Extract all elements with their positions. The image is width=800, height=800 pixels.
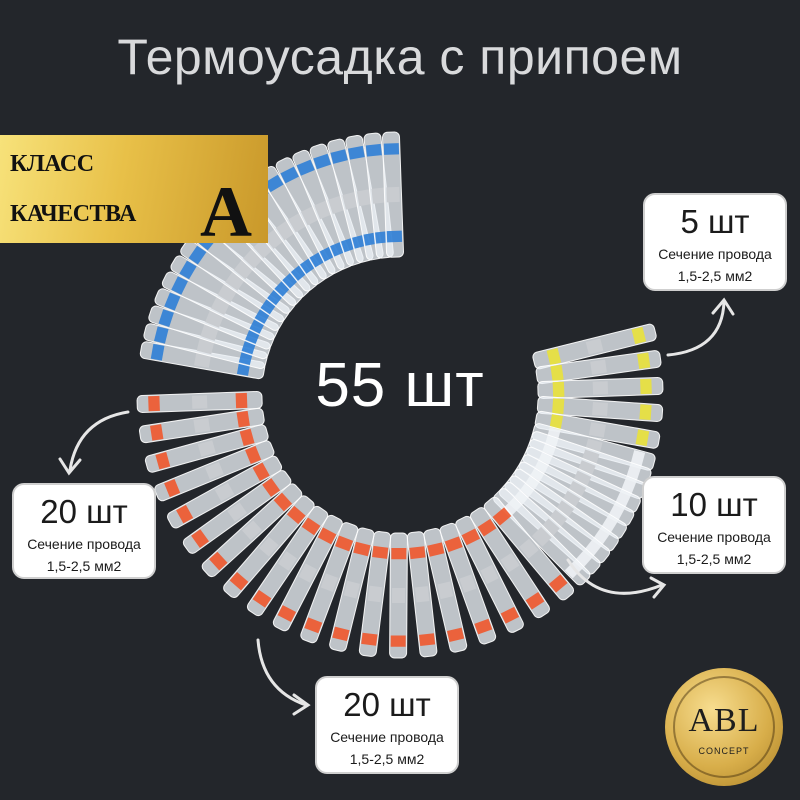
badge-grade: А [200,172,252,252]
card-section-label: Сечение провода [330,729,444,745]
connector-tube [272,514,343,632]
card-qty: 20 шт [40,493,128,530]
badge-line-2: КАЧЕСТВА [10,201,136,227]
connector-tube [154,440,275,502]
arrow-head-top-right [711,297,735,316]
connector-tube [167,455,283,529]
connector-tube [180,239,290,323]
connector-tube [170,255,285,331]
connector-tube [246,505,329,617]
connector-ring [136,131,664,659]
total-count: 55 шт [315,351,485,420]
connector-tube [223,495,315,598]
card-qty: 20 шт [343,686,431,723]
card-range: 1,5-2,5 мм2 [676,551,752,567]
connector-tube [154,288,275,350]
connector-tube [531,423,656,471]
connector-tube [455,515,524,633]
connector-tube [537,376,664,400]
connector-tube [329,527,375,652]
connector-tube [423,528,468,653]
card-range: 1,5-2,5 мм2 [46,558,122,574]
badge-line-1: КЛАСС [10,151,94,177]
card-white-group: 10 шт Сечение провода 1,5-2,5 мм2 [642,476,786,574]
card-range: 1,5-2,5 мм2 [677,268,753,284]
connector-tube [259,165,336,280]
connector-tube [406,531,438,658]
card-yellow-group: 5 шт Сечение провода 1,5-2,5 мм2 [643,193,787,291]
card-range: 1,5-2,5 мм2 [349,751,425,767]
connector-tube [389,532,408,659]
connector-tube [536,395,664,422]
connector-tube [136,390,263,414]
connector-tube [470,507,550,619]
connector-tube [144,424,269,473]
arrow-to-top-right-card [666,300,726,357]
card-qty: 5 шт [680,203,750,240]
arrow-head-right [649,576,667,599]
arrow-head-left [58,457,82,476]
card-qty: 10 шт [670,486,758,523]
card-section-label: Сечение провода [657,529,771,545]
connector-tube [381,131,405,258]
arrows [58,297,735,716]
connector-tube [300,522,359,644]
connector-tube [483,496,575,601]
card-section-label: Сечение провода [658,246,772,262]
connector-tube [201,483,303,578]
connector-tube [182,470,292,554]
card-blue-group: 20 шт Сечение провода 1,5-2,5 мм2 [12,483,156,579]
quality-class-badge: КЛАСС КАЧЕСТВА А [0,135,268,252]
arrow-head-bottom [292,693,311,716]
card-section-label: Сечение провода [27,536,141,552]
connector-tube [358,530,392,657]
arrow-to-right-card [566,558,664,595]
connector-tube [532,323,657,370]
connector-tube [535,350,662,385]
arrow-to-bottom-card [256,638,308,707]
arrow-to-left-card [68,410,130,472]
logo-ring [673,676,775,778]
brand-logo: ABL CONCEPT [665,668,783,786]
connector-tube [439,522,497,645]
page-title: Термоусадка с припоем [117,29,683,85]
card-red-group: 20 шт Сечение провода 1,5-2,5 мм2 [315,676,459,774]
connector-tube [534,410,661,449]
connector-tube [138,407,265,444]
